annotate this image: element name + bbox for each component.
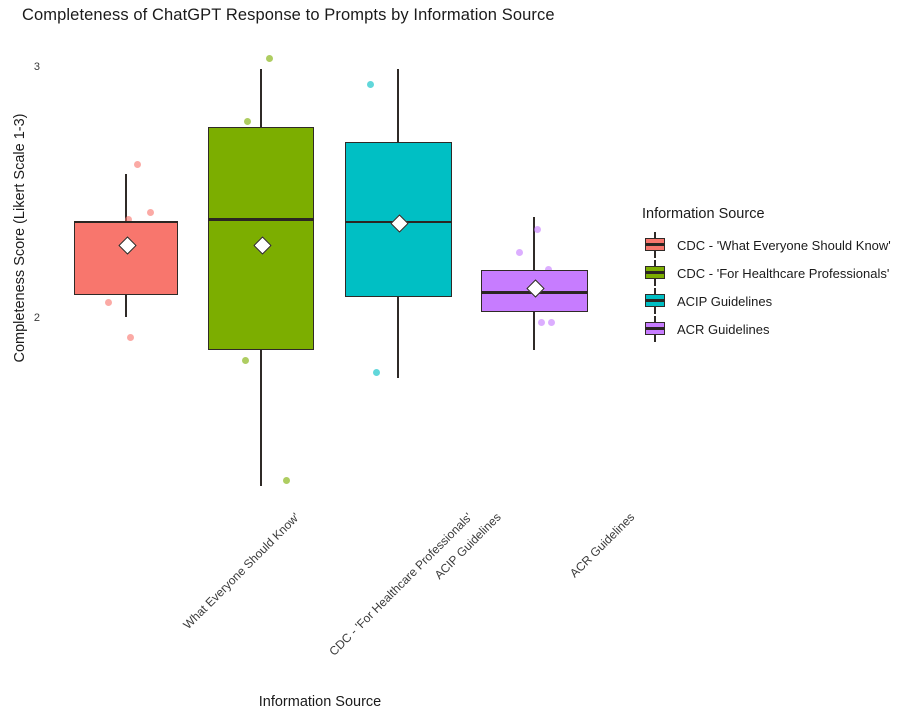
legend-item-label: CDC - 'What Everyone Should Know' [677, 237, 891, 253]
data-point [282, 477, 290, 485]
legend-item-label: ACR Guidelines [677, 321, 770, 337]
data-point [126, 334, 134, 342]
data-point [515, 248, 523, 256]
x-tick-label: CDC - 'For Healthcare Professionals' [326, 510, 475, 659]
legend-title: Information Source [642, 206, 765, 222]
data-point [547, 319, 555, 326]
box-rect[interactable] [74, 222, 178, 295]
legend-items: CDC - 'What Everyone Should Know' CDC - '… [642, 231, 920, 343]
legend: Information Source CDC - 'What Everyone … [642, 206, 920, 343]
data-point [366, 80, 374, 88]
y-tick-label: 2 [33, 312, 40, 324]
legend-key-boxplot-icon [642, 232, 668, 258]
legend-item-label: ACIP Guidelines [677, 293, 773, 309]
data-point [533, 226, 541, 234]
plot-area [0, 0, 640, 500]
x-tick-label: What Everyone Should Know' [180, 510, 303, 632]
boxplot-4[interactable] [0, 0, 640, 500]
data-point [133, 160, 141, 168]
median-line [208, 218, 314, 221]
legend-item[interactable]: CDC - 'For Healthcare Professionals' [642, 259, 920, 287]
boxplot-2[interactable] [0, 0, 640, 500]
median-line [74, 220, 178, 224]
data-point [265, 55, 273, 63]
data-point [124, 216, 132, 224]
legend-item[interactable]: ACR Guidelines [642, 315, 920, 343]
data-point [241, 356, 249, 364]
data-point [243, 118, 251, 126]
legend-key-boxplot-icon [642, 316, 668, 342]
data-point [146, 208, 154, 216]
x-axis-title: Information Source [258, 694, 382, 710]
data-point [537, 319, 545, 326]
legend-key-boxplot-icon [642, 288, 668, 314]
data-point [372, 369, 380, 377]
legend-item-label: CDC - 'For Healthcare Professionals' [677, 265, 890, 281]
legend-item[interactable]: ACIP Guidelines [642, 287, 920, 315]
legend-item[interactable]: CDC - 'What Everyone Should Know' [642, 231, 920, 259]
boxplot-1[interactable] [0, 0, 640, 500]
legend-key-boxplot-icon [642, 260, 668, 286]
data-point [104, 298, 112, 306]
boxplot-3[interactable] [0, 0, 640, 500]
x-tick-label: ACR Guidelines [567, 510, 638, 581]
chart-title: Completeness of ChatGPT Response to Prom… [22, 6, 555, 24]
y-tick-label: 3 [33, 61, 40, 73]
